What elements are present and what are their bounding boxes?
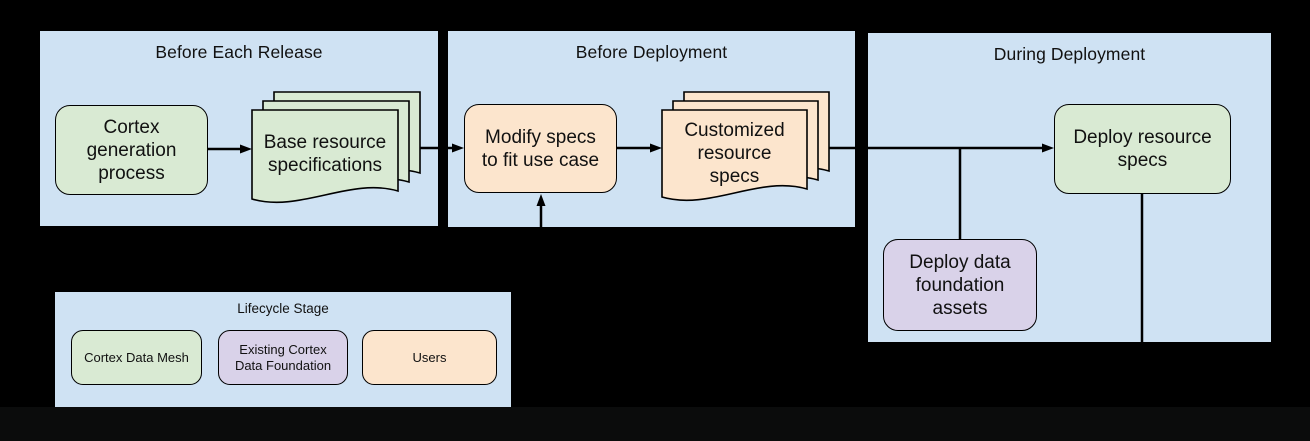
node-deploy-resource-specs: Deploy resource specs: [1054, 104, 1231, 194]
node-label: Deploy data foundation assets: [909, 251, 1011, 319]
node-label: Modify specs to fit use case: [481, 126, 600, 171]
node-label: Cortex generation process: [86, 116, 177, 184]
node-cortex-generation-process: Cortex generation process: [55, 105, 208, 195]
arrow-customized-specs-to-deploy-resource: [825, 143, 1054, 153]
base-resource-specs-document-stack: [251, 91, 421, 204]
bottom-strip: [0, 407, 1310, 441]
panel-title-before-deployment: Before Deployment: [575, 42, 728, 62]
legend-chip-users: Users: [362, 330, 497, 385]
node-base-resource-specifications: Base resource specifications: [263, 132, 387, 176]
legend-chip-existing-cortex-data-foundation: Existing Cortex Data Foundation: [218, 330, 348, 385]
arrow-modify-specs-to-customized-specs: [616, 143, 662, 153]
node-modify-specs: Modify specs to fit use case: [464, 104, 617, 193]
panel-title-before-each-release: Before Each Release: [155, 42, 323, 62]
node-label: Deploy resource specs: [1073, 127, 1212, 171]
panel-title-during-deployment: During Deployment: [993, 44, 1146, 64]
node-customized-resource-specs: Customized resource specs: [684, 119, 785, 187]
arrow-cortex-to-base-specs: [208, 144, 252, 154]
customized-specs-document-stack: [661, 91, 830, 202]
node-deploy-data-foundation-assets: Deploy data foundation assets: [883, 239, 1037, 331]
legend-title: Lifecycle Stage: [237, 301, 329, 316]
legend-chip-cortex-data-mesh: Cortex Data Mesh: [71, 330, 202, 385]
arrow-users-into-modify-specs: [536, 194, 546, 227]
